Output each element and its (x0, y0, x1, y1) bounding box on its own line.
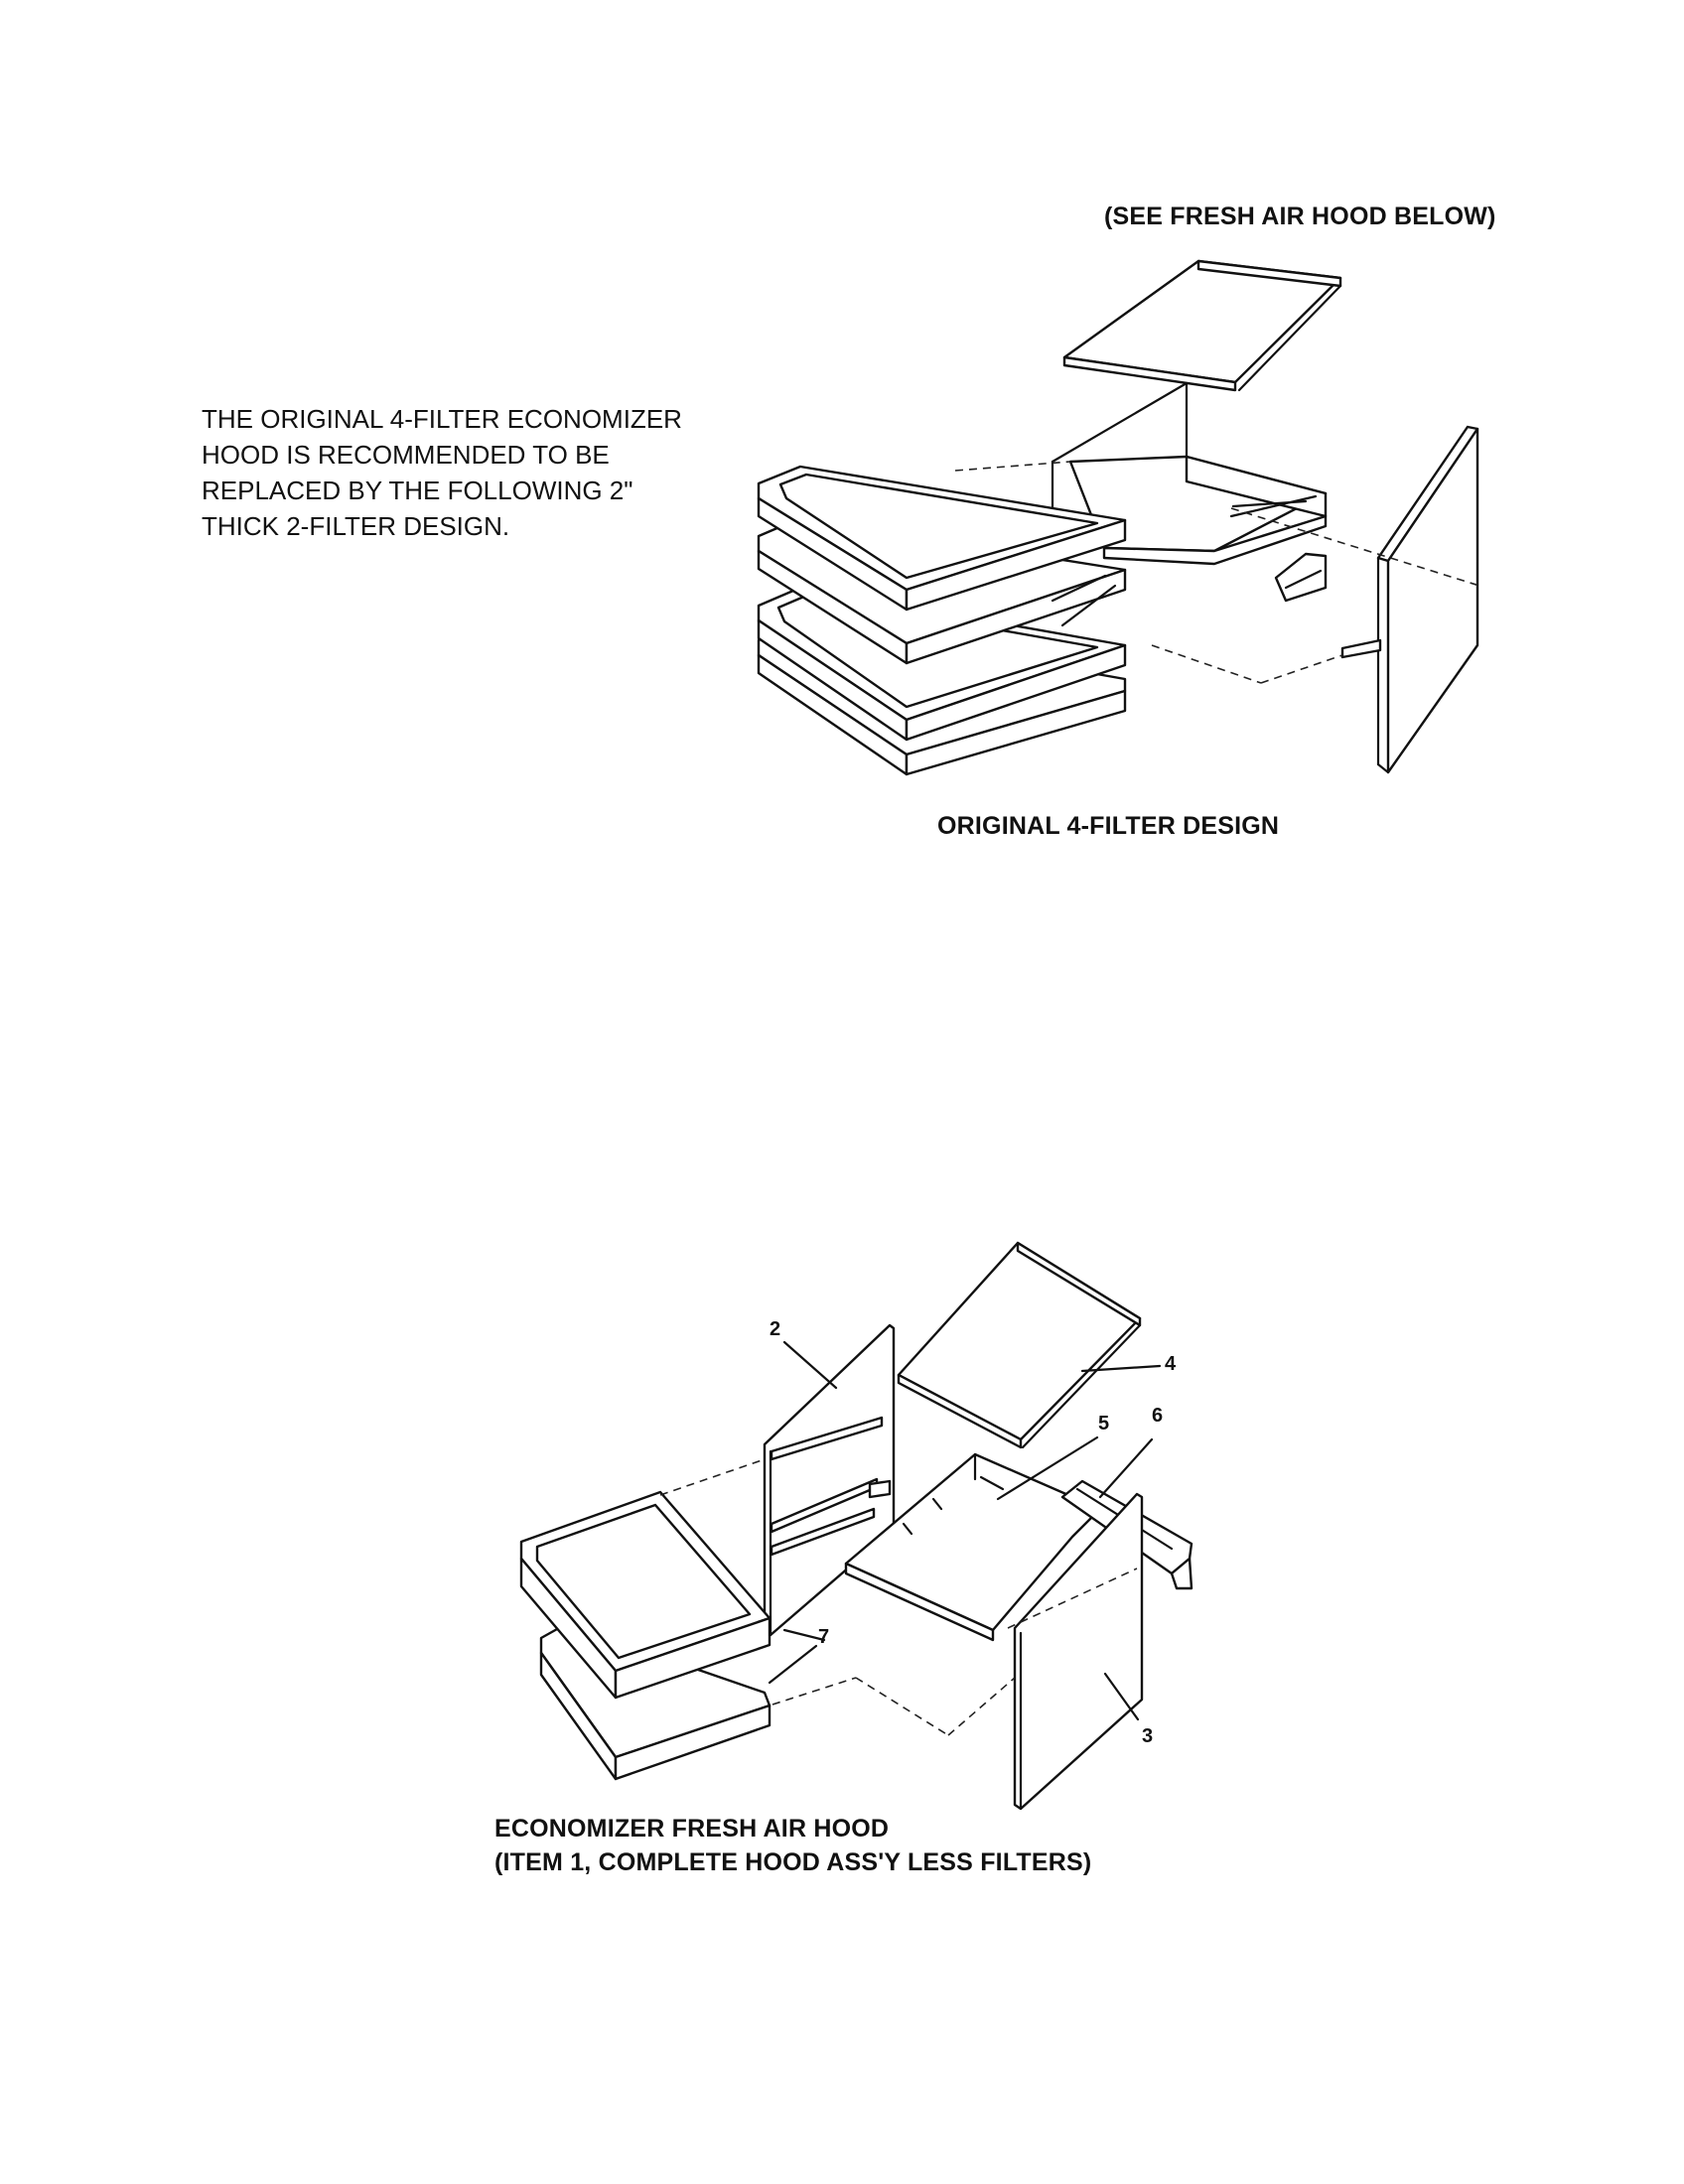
note-line-4: THICK 2-FILTER DESIGN. (202, 511, 510, 541)
callout-6: 6 (1152, 1405, 1163, 1427)
replacement-note: THE ORIGINAL 4-FILTER ECONOMIZER HOOD IS… (202, 401, 682, 544)
caption-line-1: ECONOMIZER FRESH AIR HOOD (494, 1815, 890, 1843)
part-4-top-cover (897, 1241, 1142, 1449)
callout-2: 2 (770, 1318, 780, 1340)
part-5-filter-rack (844, 1452, 1102, 1642)
callout-3: 3 (1142, 1725, 1153, 1747)
note-line-1: THE ORIGINAL 4-FILTER ECONOMIZER (202, 404, 682, 434)
callout-leaders (768, 1340, 1162, 1721)
part-3-front-panel (1013, 1492, 1144, 1811)
fresh-air-hood-diagram: 2 3 4 5 6 7 (519, 1241, 1193, 1811)
fresh-air-hood-caption: ECONOMIZER FRESH AIR HOOD (ITEM 1, COMPL… (494, 1812, 1091, 1879)
callout-7: 7 (818, 1626, 829, 1648)
callout-4: 4 (1165, 1353, 1177, 1375)
top-cover-panel (1062, 259, 1342, 392)
note-line-3: REPLACED BY THE FOLLOWING 2" (202, 476, 633, 505)
hood-box-frame (1051, 381, 1328, 603)
part-7-filters (519, 1490, 772, 1781)
hood-dashed-guide-lines (659, 1458, 1138, 1736)
side-access-panel (1340, 425, 1479, 774)
part-2-side-panel (763, 1323, 896, 1637)
filter-stack (757, 465, 1127, 776)
callout-5: 5 (1098, 1413, 1109, 1434)
original-4-filter-diagram (757, 259, 1480, 776)
dashed-guide-lines (954, 461, 1480, 684)
see-fresh-air-hood-reference: (SEE FRESH AIR HOOD BELOW) (1104, 203, 1496, 230)
caption-line-2: (ITEM 1, COMPLETE HOOD ASS'Y LESS FILTER… (494, 1848, 1092, 1876)
original-design-caption: ORIGINAL 4-FILTER DESIGN (937, 812, 1280, 840)
note-line-2: HOOD IS RECOMMENDED TO BE (202, 440, 610, 470)
